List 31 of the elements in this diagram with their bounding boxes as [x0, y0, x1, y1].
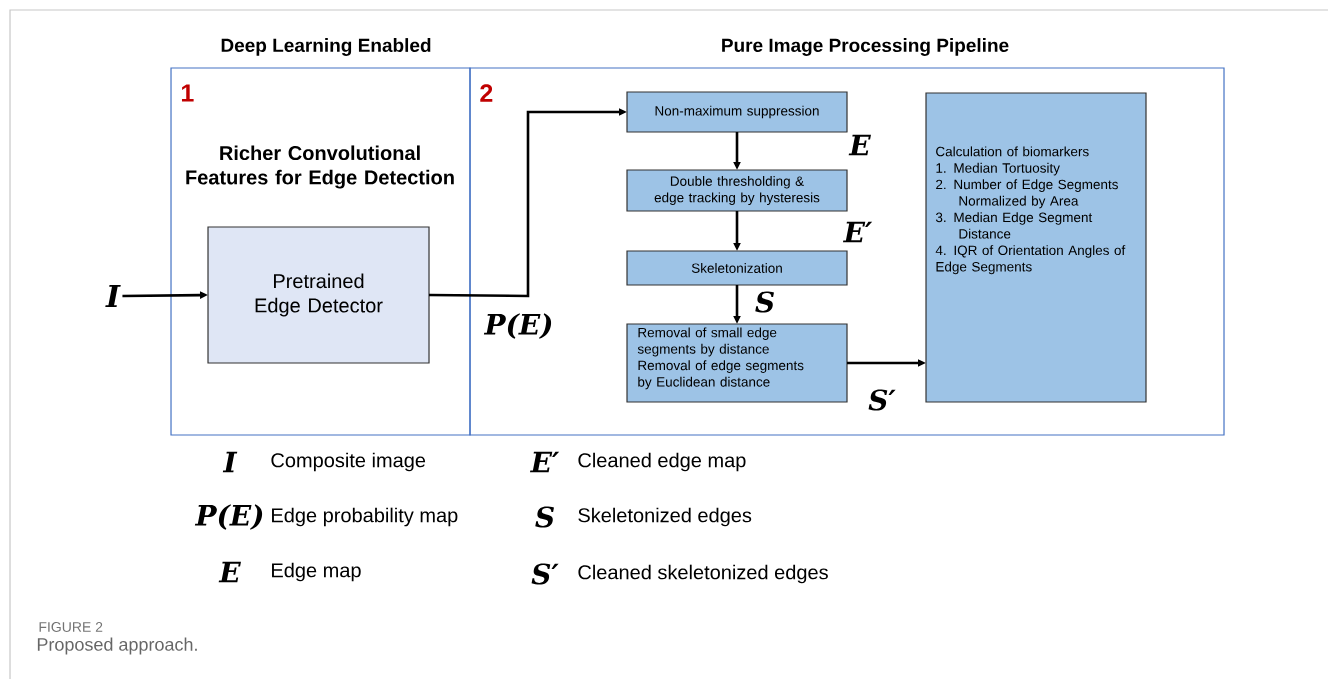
symbol-description: Cleaned skeletonized edges [578, 564, 828, 584]
process-box: Calculation of biomarkers 1. Median Tortuosity 2. Number of Edge Segments Normalized by Area 3. Median Edge Segment Distance 4. IQR of Orientation Angles of Edge Segments [925, 92, 1147, 403]
input-symbol: I [105, 285, 121, 307]
symbol-description: Edge probability map [272, 507, 458, 527]
edge-label: P(E) [482, 311, 556, 341]
edge-label: S [752, 289, 778, 315]
process-box: Skeletonization [626, 250, 848, 286]
symbol-description: Composite image [271, 452, 426, 472]
section-title: Richer Convolutional Features for Edge Detection [186, 145, 454, 189]
symbol: S′ [531, 563, 559, 585]
step-number: 2 [480, 84, 493, 102]
section-heading: Pure Image Processing Pipeline [722, 38, 1009, 56]
figure-number: FIGURE 2 [39, 622, 103, 632]
symbol: I [222, 451, 238, 473]
symbol-description: Cleaned edge map [578, 452, 746, 472]
symbol-description: Skeletonized edges [578, 507, 752, 527]
symbol: E′ [530, 451, 560, 473]
process-box: Pretrained Edge Detector [207, 226, 430, 364]
symbol: S [535, 506, 554, 528]
symbol: P(E) [194, 504, 263, 530]
step-number: 1 [182, 84, 194, 102]
edge-label: S′ [866, 387, 898, 413]
caption: Proposed approach. [37, 637, 197, 655]
process-box: Removal of small edge segments by distance Removal of edge segments by Euclidean distance [626, 323, 848, 403]
symbol-description: Edge map [272, 562, 361, 582]
edge-label: E [847, 132, 873, 158]
edge-label: E′ [841, 219, 875, 245]
process-box: Non-maximum suppression [626, 91, 848, 133]
process-box: Double thresholding & edge tracking by hysteresis [626, 169, 848, 212]
symbol: E [218, 561, 241, 583]
section-heading: Deep Learning Enabled [221, 38, 431, 56]
